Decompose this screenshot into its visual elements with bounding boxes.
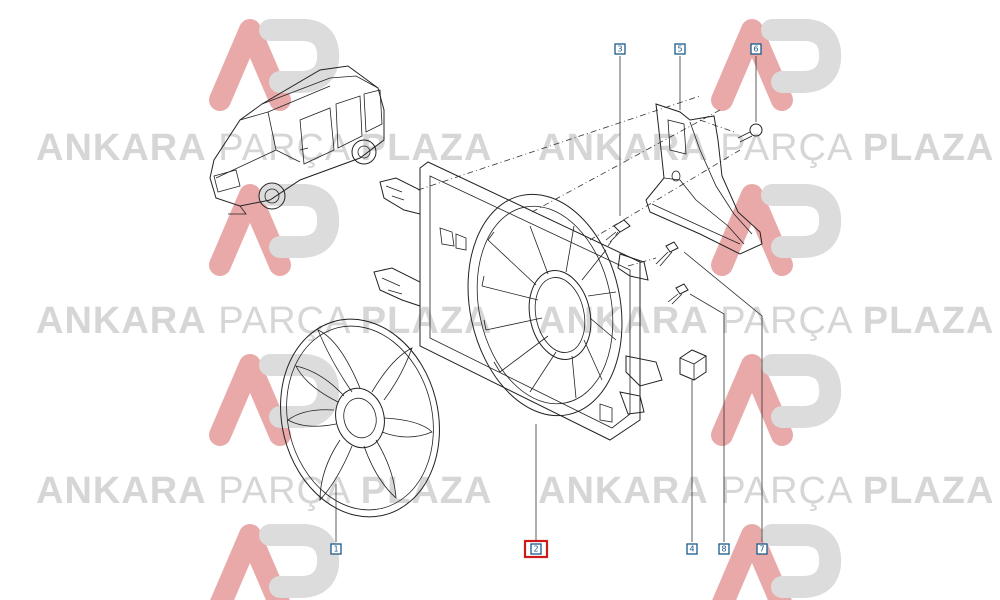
watermark-text: ANKARA PARÇA PLAZA (538, 300, 994, 342)
callout-8[interactable]: 8 (718, 543, 730, 555)
watermark-logo (711, 184, 842, 276)
watermark-text: ANKARA PARÇA PLAZA (36, 127, 492, 169)
callout-label: 6 (753, 45, 758, 54)
bolt[interactable] (605, 219, 631, 243)
leader-lines (335, 56, 763, 542)
fan-shroud[interactable] (373, 161, 663, 441)
stud-bolt[interactable] (667, 283, 689, 305)
watermark-logo (712, 524, 842, 600)
watermark-logo (210, 524, 340, 600)
callout-label: 8 (721, 545, 726, 554)
callout-2[interactable]: 2 (523, 539, 549, 559)
watermark-logo (209, 184, 340, 276)
callout-label: 5 (677, 45, 682, 54)
watermark-logo (209, 354, 340, 446)
callout-3[interactable]: 3 (614, 43, 626, 55)
callout-6[interactable]: 6 (750, 43, 762, 55)
watermark-logo (209, 19, 340, 111)
watermark-text: ANKARA PARÇA PLAZA (538, 470, 994, 512)
stud-bolt[interactable] (655, 241, 679, 267)
support-bracket[interactable] (645, 103, 763, 255)
assembly-lines (417, 95, 741, 267)
fan-blade[interactable] (260, 302, 460, 534)
nut[interactable] (679, 349, 707, 381)
callout-label: 3 (617, 45, 622, 54)
van-icon (209, 65, 385, 215)
watermark: ANKARA PARÇA PLAZA ANKARA PARÇA PLAZA AN… (36, 19, 994, 600)
callout-7[interactable]: 7 (756, 543, 768, 555)
watermark-text: ANKARA PARÇA PLAZA (36, 470, 492, 512)
watermark-text: ANKARA PARÇA PLAZA (36, 300, 492, 342)
callout-label: 4 (689, 545, 694, 554)
callout-5[interactable]: 5 (674, 43, 686, 55)
screw[interactable] (737, 123, 763, 143)
callout-label: 7 (759, 545, 764, 554)
selection-highlight (523, 539, 549, 559)
callout-1[interactable]: 1 (330, 543, 342, 555)
callout-4[interactable]: 4 (686, 543, 698, 555)
callout-label: 1 (333, 545, 338, 554)
watermark-text: ANKARA PARÇA PLAZA (538, 127, 994, 169)
watermark-logo (711, 19, 842, 111)
callout-label: 2 (533, 545, 538, 554)
watermark-logo (711, 354, 842, 446)
